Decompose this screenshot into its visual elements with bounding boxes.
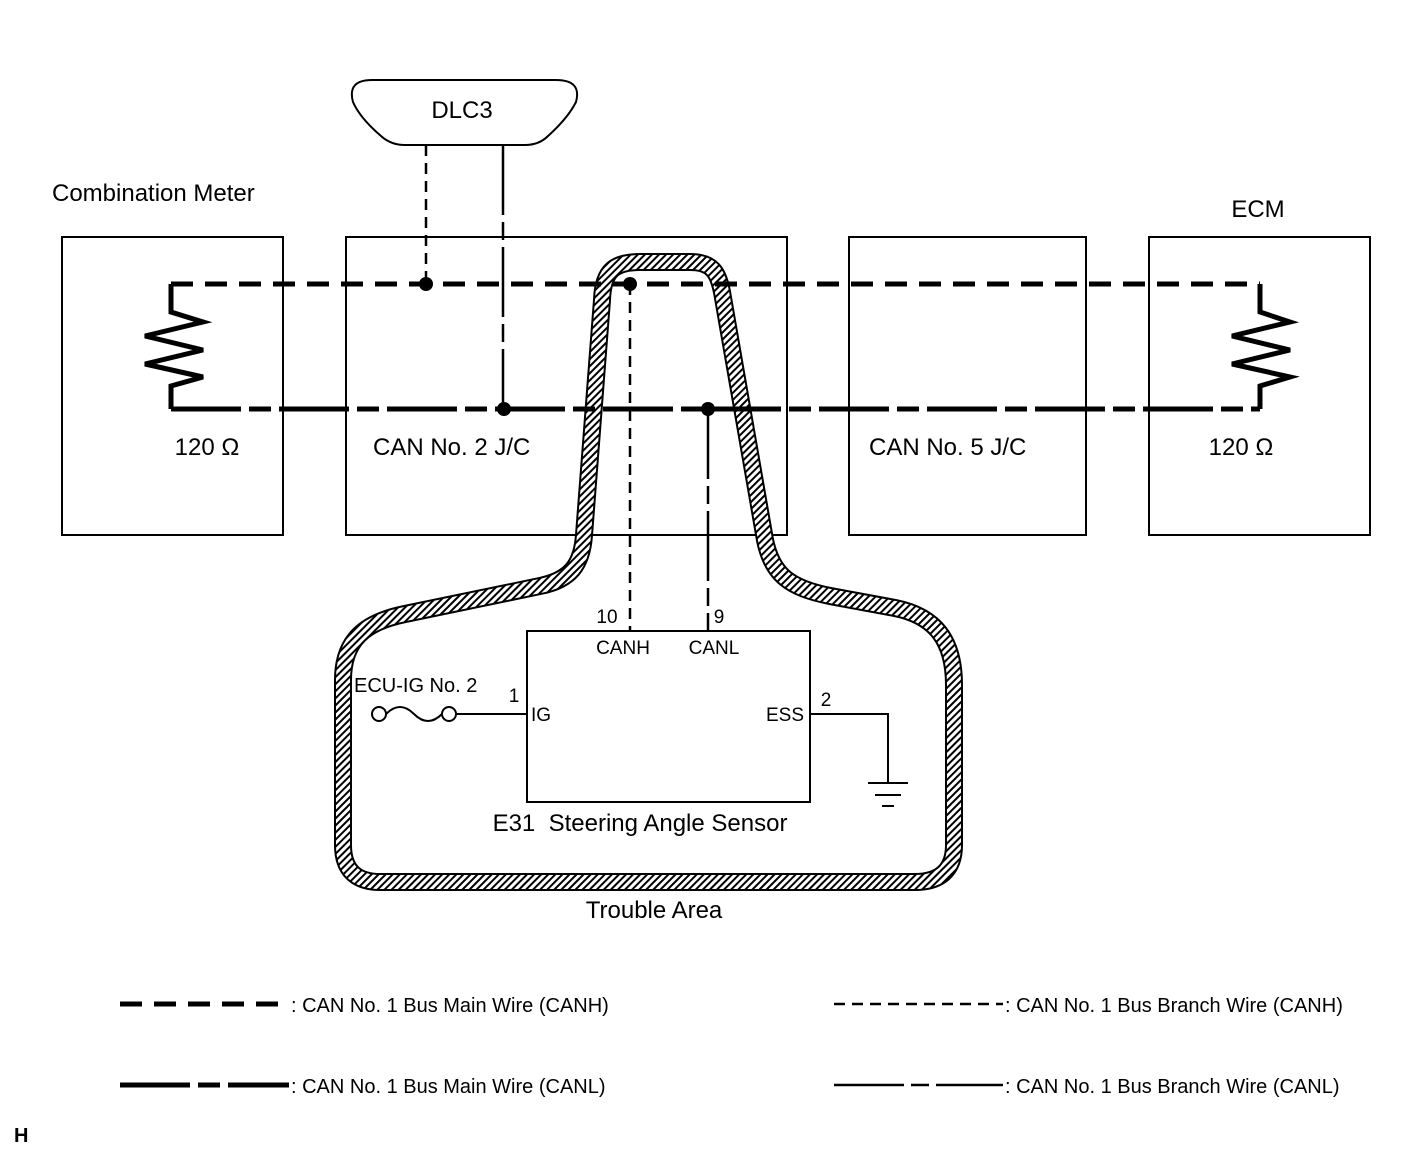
can2-jc-label: CAN No. 2 J/C [373,434,530,461]
junction-dot [701,402,715,416]
trouble-area-label: Trouble Area [586,897,723,924]
fuse-icon [371,706,457,722]
legend-label-branch-canh: : CAN No. 1 Bus Branch Wire (CANH) [1005,995,1343,1017]
combination-meter-resistor [144,284,213,409]
trouble-area-outline [334,253,963,891]
pin-name-ess: ESS [766,705,804,726]
can5-jc-box [848,236,1087,536]
junction-dot [623,277,637,291]
combination-meter-label: Combination Meter [52,180,255,207]
ecm-label: ECM [1231,196,1284,223]
steering-angle-sensor-box [526,630,811,803]
junction-dot [419,277,433,291]
combination-meter-box [61,236,284,536]
junction-dot [497,402,511,416]
pin-name-canh: CANH [596,638,650,659]
ecm-resistance: 120 Ω [1209,434,1274,461]
ecm-box [1148,236,1371,536]
pin-number-canh: 10 [596,607,617,628]
pin-number-ess: 2 [821,690,832,711]
sensor-title: E31 Steering Angle Sensor [493,810,788,837]
ground-icon [868,782,908,807]
combination-meter-resistance: 120 Ω [175,434,240,461]
can5-jc-label: CAN No. 5 J/C [869,434,1026,461]
pin-name-ig: IG [531,705,551,726]
legend-label-branch-canl: : CAN No. 1 Bus Branch Wire (CANL) [1005,1076,1340,1098]
ecm-resistor [1231,284,1300,409]
pin-name-canl: CANL [689,638,740,659]
ess-wire [810,713,889,783]
pin-number-ig: 1 [509,686,520,707]
legend: : CAN No. 1 Bus Main Wire (CANH) : CAN N… [120,995,1343,1098]
can2-jc-box [345,236,788,536]
dlc3-label: DLC3 [431,97,492,124]
legend-label-main-canh: : CAN No. 1 Bus Main Wire (CANH) [291,995,609,1017]
legend-label-main-canl: : CAN No. 1 Bus Main Wire (CANL) [291,1076,606,1098]
corner-mark: H [14,1125,28,1147]
pin-number-canl: 9 [714,607,725,628]
fuse-label: ECU-IG No. 2 [354,675,477,697]
dlc3-connector-shape [350,79,578,146]
